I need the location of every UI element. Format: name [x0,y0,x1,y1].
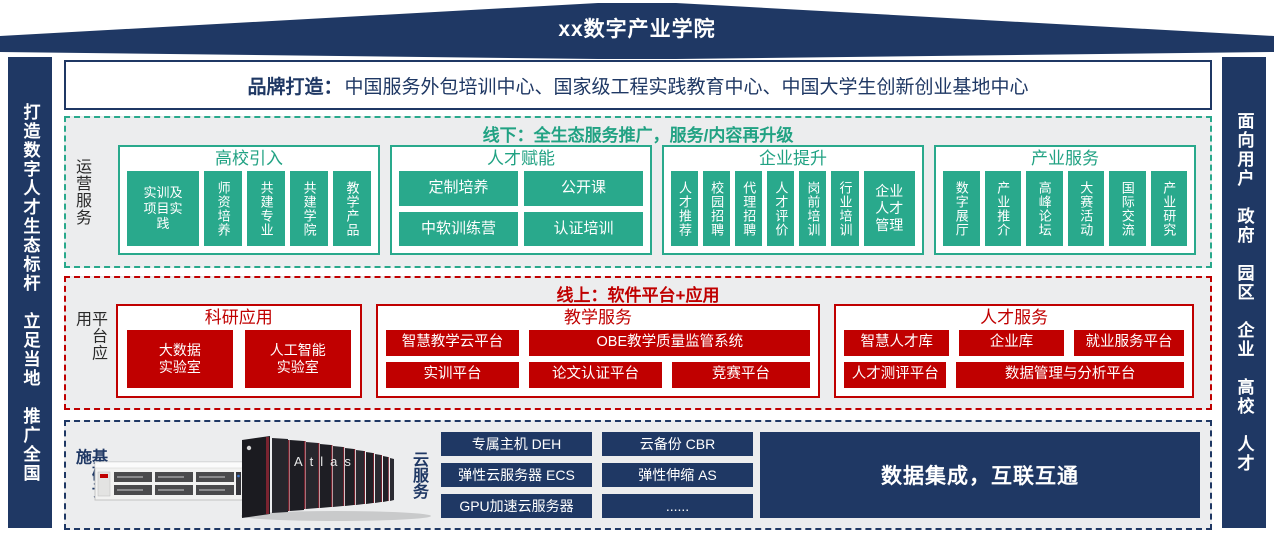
op-item: 共建专业 [247,171,286,246]
platform-side-label: 平台应用 [73,310,106,362]
operation-side-label: 运营服务 [73,158,90,226]
op-item: 大赛活动 [1067,171,1104,246]
atlas-server-image: Atlas [241,436,431,521]
pf-row: 智慧教学云平台 OBE教学质量监管系统 [385,330,811,356]
roof-shape [0,3,1274,59]
pf-item: 大数据实验室 [127,330,233,388]
pf-item: OBE教学质量监管系统 [529,330,811,356]
pf-item: 智慧教学云平台 [385,330,520,356]
pf-item: 人工智能实验室 [244,330,351,388]
op-item: 行业培训 [831,171,859,246]
group-talent-service: 人才服务 智慧人才库 企业库 就业服务平台 人才测评平台 数据管理与分析平台 [834,304,1194,398]
op-item: 定制培养 [399,171,518,206]
group-items: 智慧人才库 企业库 就业服务平台 人才测评平台 数据管理与分析平台 [836,330,1192,396]
cloud-service-label: 云服务 [410,451,427,499]
platform-header: 线上：软件平台+应用 [556,286,720,305]
cloud-item: 弹性云服务器 ECS [441,463,592,487]
pf-item: 企业库 [959,330,1064,356]
page-title: xx数字产业学院 [558,18,716,41]
op-item: 国际交流 [1109,171,1146,246]
group-items: 实训及项目实践 师资培养 共建专业 共建学院 教学产品 [120,171,378,253]
op-item: 产业研究 [1150,171,1187,246]
right-audience-bar: 面向用户 政府 园区 企业 高校 人才 [1222,57,1266,528]
op-item: 人才评价 [767,171,795,246]
op-item: 人才推荐 [671,171,699,246]
cloud-item: 弹性伸缩 AS [602,463,753,487]
brand-box: 品牌打造： 中国服务外包培训中心、国家级工程实践教育中心、中国大学生创新创业基地… [64,60,1212,110]
op-item: 认证培训 [524,211,643,246]
brand-content: 中国服务外包培训中心、国家级工程实践教育中心、中国大学生创新创业基地中心 [344,76,1029,98]
op-item: 岗前培训 [799,171,827,246]
group-title: 人才服务 [980,308,1049,327]
cloud-service-grid: 专属主机 DEH 云备份 CBR 弹性云服务器 ECS 弹性伸缩 AS GPU加… [441,432,753,518]
pf-item: 实训平台 [385,362,520,388]
pf-item: 数据管理与分析平台 [956,362,1184,388]
group-university-intro: 高校引入 实训及项目实践 师资培养 共建专业 共建学院 教学产品 [118,145,380,255]
op-item: 中软训练营 [399,211,518,246]
pf-row: 实训平台 论文认证平台 竞赛平台 [385,362,811,388]
operation-header: 线下：全生态服务推广，服务/内容再升级 [482,126,794,145]
group-title: 企业提升 [759,149,827,168]
right-audience-text: 面向用户 政府 园区 企业 高校 人才 [1234,112,1254,473]
group-talent-enable: 人才赋能 定制培养 公开课 中软训练营 认证培训 [390,145,652,255]
op-item: 产业推介 [984,171,1021,246]
left-slogan-bar: 打造数字人才生态标杆 立足当地 推广全国 [8,57,52,528]
group-title: 产业服务 [1031,149,1099,168]
op-item: 实训及项目实践 [127,171,200,246]
op-item: 高峰论坛 [1026,171,1063,246]
cloud-item: GPU加速云服务器 [441,494,592,518]
op-item: 校园招聘 [703,171,731,246]
platform-section: 平台应用 线上：软件平台+应用 科研应用 大数据实验室 人工智能实验室 教学服务… [64,276,1212,410]
pf-row: 智慧人才库 企业库 就业服务平台 [844,330,1184,356]
group-title: 高校引入 [215,149,283,168]
group-title: 科研应用 [204,308,273,327]
atlas-label: Atlas [294,454,358,469]
infrastructure-section: 基础设施 [64,420,1212,530]
brand-label: 品牌打造： [247,76,343,98]
platform-groups: 科研应用 大数据实验室 人工智能实验室 教学服务 智慧教学云平台 OBE教学质量… [116,304,1194,398]
op-item: 师资培养 [204,171,243,246]
data-integration-box: 数据集成，互联互通 [760,432,1200,518]
group-enterprise-improve: 企业提升 人才推荐 校园招聘 代理招聘 人才评价 岗前培训 行业培训 企业人才管… [662,145,924,255]
group-items: 数字展厅 产业推介 高峰论坛 大赛活动 国际交流 产业研究 [936,171,1194,253]
op-item: 共建学院 [290,171,329,246]
group-items: 定制培养 公开课 中软训练营 认证培训 [392,171,650,253]
cloud-item: 专属主机 DEH [441,432,592,456]
operation-groups: 高校引入 实训及项目实践 师资培养 共建专业 共建学院 教学产品 人才赋能 定制… [118,145,1196,255]
group-items: 人才推荐 校园招聘 代理招聘 人才评价 岗前培训 行业培训 企业人才管理 [664,171,922,253]
pf-item: 竞赛平台 [671,362,811,388]
op-item: 企业人才管理 [863,171,916,246]
group-industry-service: 产业服务 数字展厅 产业推介 高峰论坛 大赛活动 国际交流 产业研究 [934,145,1196,255]
pf-item: 人才测评平台 [844,362,947,388]
group-items: 大数据实验室 人工智能实验室 [118,330,360,396]
group-research-apps: 科研应用 大数据实验室 人工智能实验室 [116,304,362,398]
op-item: 公开课 [524,171,643,206]
cloud-item: ...... [602,494,753,518]
group-items: 智慧教学云平台 OBE教学质量监管系统 实训平台 论文认证平台 竞赛平台 [378,330,819,396]
group-teaching-service: 教学服务 智慧教学云平台 OBE教学质量监管系统 实训平台 论文认证平台 竞赛平… [375,304,821,398]
roof-banner: xx数字产业学院 [0,0,1274,60]
left-slogan-text: 打造数字人才生态标杆 立足当地 推广全国 [20,102,40,483]
pf-row: 人才测评平台 数据管理与分析平台 [844,362,1184,388]
pf-item: 论文认证平台 [529,362,662,388]
group-title: 人才赋能 [487,149,555,168]
cloud-item: 云备份 CBR [602,432,753,456]
rack-server-image [94,461,244,501]
op-item: 代理招聘 [735,171,763,246]
op-item: 教学产品 [333,171,372,246]
op-item: 数字展厅 [943,171,980,246]
pf-item: 智慧人才库 [844,330,950,356]
operation-section: 运营服务 线下：全生态服务推广，服务/内容再升级 高校引入 实训及项目实践 师资… [64,116,1212,268]
pf-item: 就业服务平台 [1073,330,1184,356]
group-title: 教学服务 [563,308,632,327]
